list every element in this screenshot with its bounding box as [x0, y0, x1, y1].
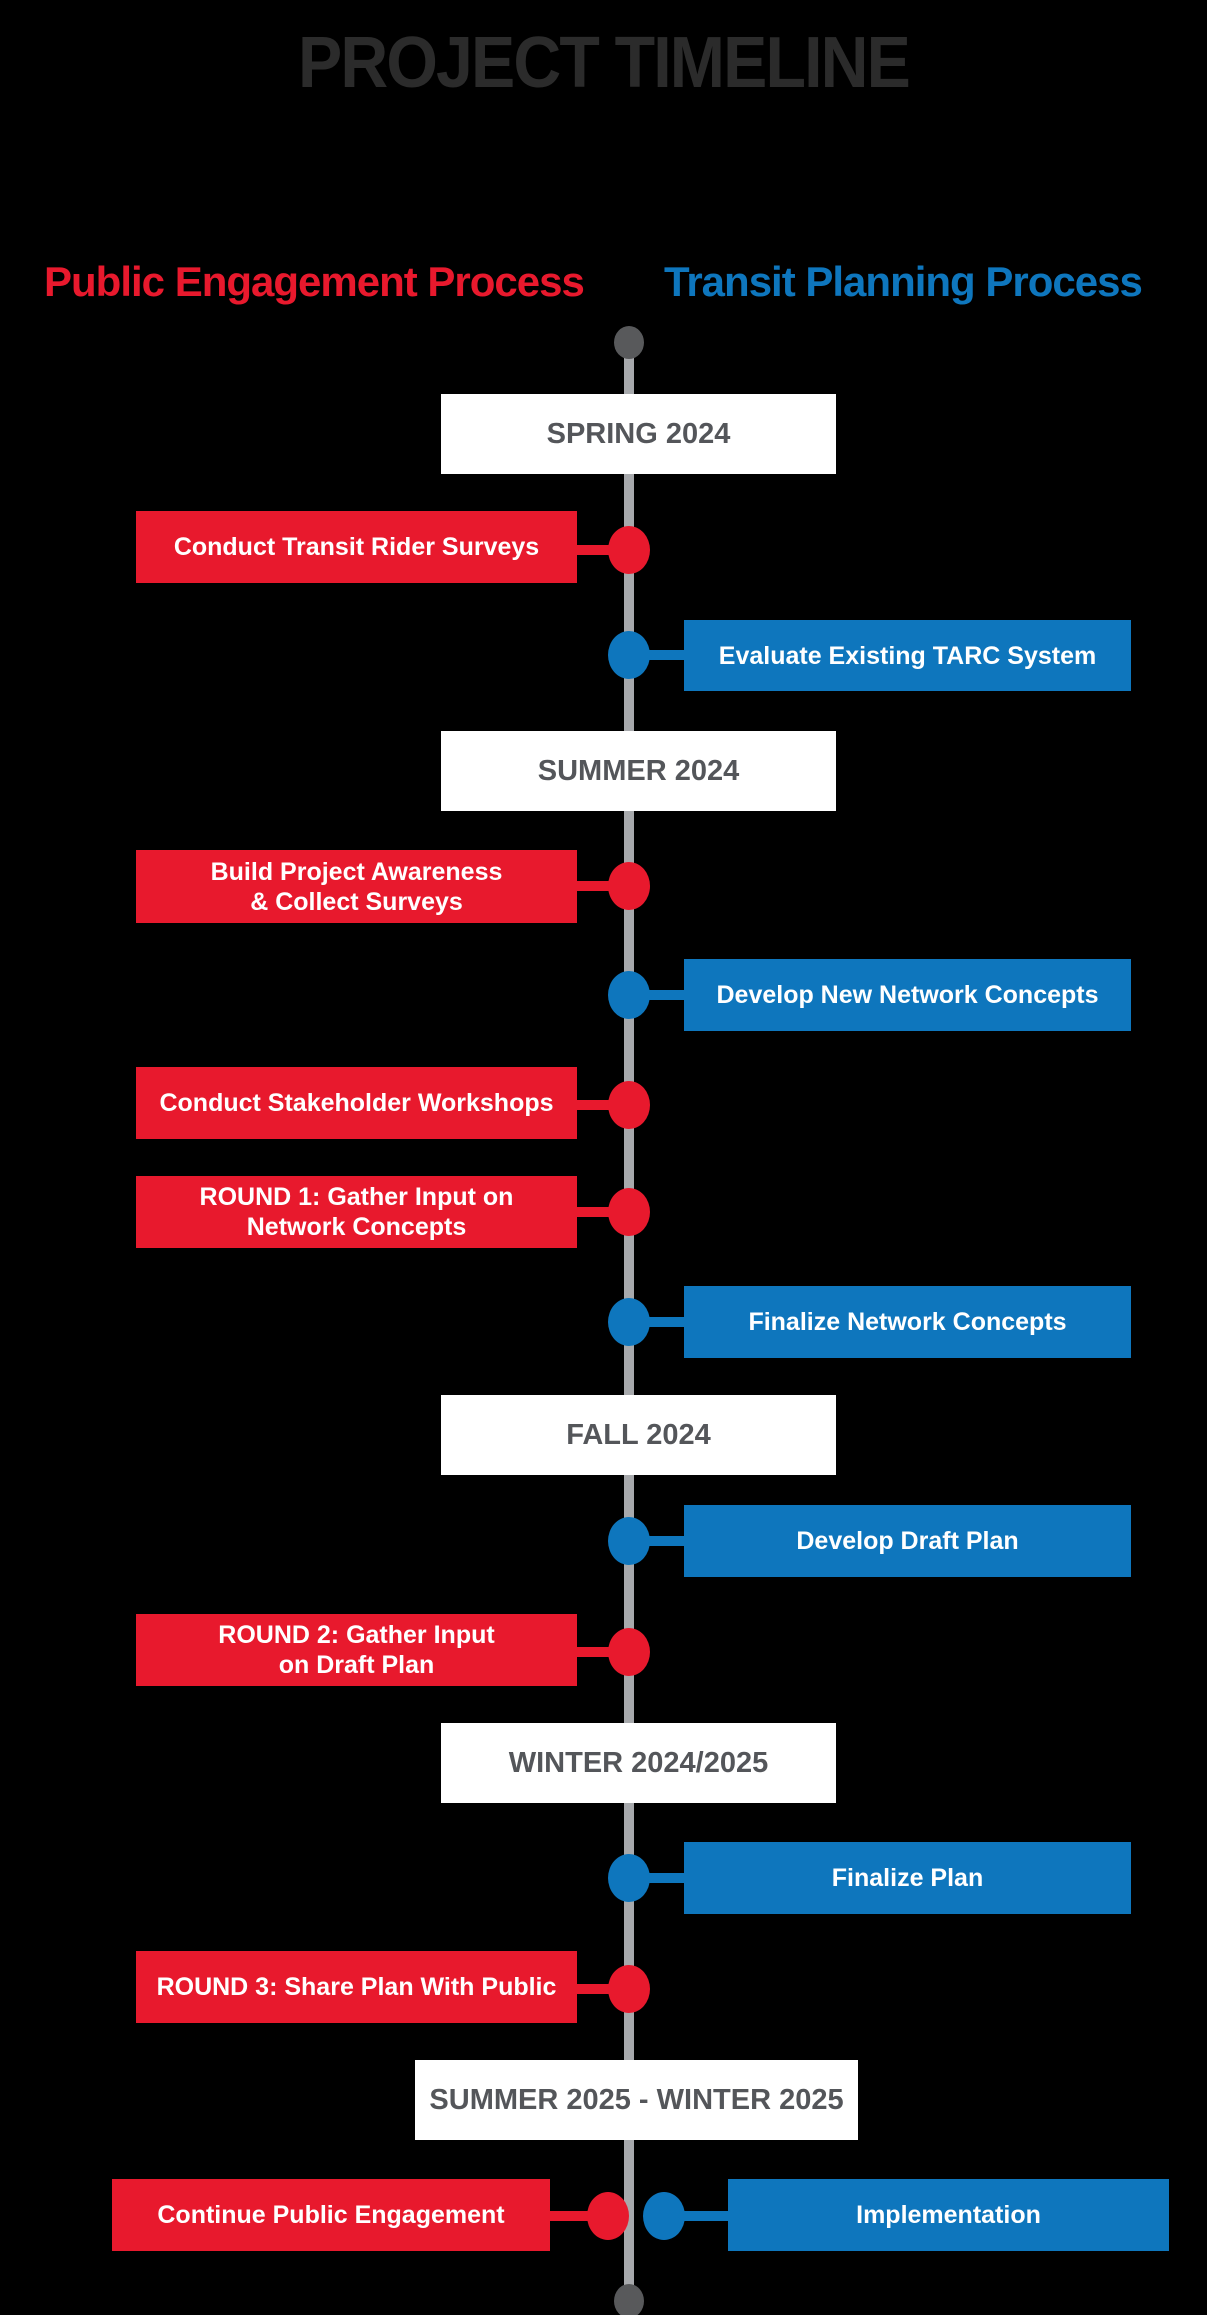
event-connector — [570, 545, 616, 555]
event-connector — [646, 650, 690, 660]
season-box-spring-2024: SPRING 2024 — [441, 394, 836, 474]
header-public-engagement-process: Public Engagement Process — [44, 258, 585, 305]
timeline-start-dot — [614, 326, 644, 359]
event-box-round-1-gather-input: ROUND 1: Gather Input on Network Concept… — [136, 1176, 577, 1248]
event-box-finalize-network-concepts: Finalize Network Concepts — [684, 1286, 1131, 1358]
event-connector — [570, 1647, 616, 1657]
timeline-dot-red — [608, 1188, 650, 1236]
event-box-continue-public-engagement: Continue Public Engagement — [112, 2179, 550, 2251]
timeline-dot-red — [608, 1965, 650, 2013]
timeline-dot-blue — [608, 631, 650, 679]
timeline-dot-blue — [608, 971, 650, 1019]
event-connector — [570, 881, 616, 891]
timeline-dot-red — [608, 1628, 650, 1676]
event-box-develop-draft-plan: Develop Draft Plan — [684, 1505, 1131, 1577]
event-box-conduct-stakeholder-workshops: Conduct Stakeholder Workshops — [136, 1067, 577, 1139]
page-title: PROJECT TIMELINE — [298, 23, 911, 103]
event-box-implementation: Implementation — [728, 2179, 1169, 2251]
event-box-conduct-transit-rider-surveys: Conduct Transit Rider Surveys — [136, 511, 577, 583]
timeline-dot-red — [608, 1081, 650, 1129]
event-connector — [545, 2211, 593, 2221]
season-box-summer-2024: SUMMER 2024 — [441, 731, 836, 811]
event-connector — [570, 1207, 616, 1217]
season-box-summer-2025-winter-2025: SUMMER 2025 - WINTER 2025 — [415, 2060, 858, 2140]
season-box-winter-2024-2025: WINTER 2024/2025 — [441, 1723, 836, 1803]
timeline-dot-red — [608, 862, 650, 910]
event-box-round-2-gather-input: ROUND 2: Gather Input on Draft Plan — [136, 1614, 577, 1686]
event-connector — [646, 1536, 690, 1546]
event-connector — [570, 1984, 616, 1994]
timeline-dot-red — [587, 2192, 629, 2240]
event-connector — [646, 990, 690, 1000]
timeline-dot-blue — [608, 1298, 650, 1346]
timeline-dot-blue — [608, 1517, 650, 1565]
event-box-build-project-awareness: Build Project Awareness & Collect Survey… — [136, 850, 577, 923]
event-connector — [646, 1873, 690, 1883]
event-connector — [646, 1317, 690, 1327]
season-box-fall-2024: FALL 2024 — [441, 1395, 836, 1475]
event-box-round-3-share-plan: ROUND 3: Share Plan With Public — [136, 1951, 577, 2023]
event-box-finalize-plan: Finalize Plan — [684, 1842, 1131, 1914]
timeline-dot-blue — [608, 1854, 650, 1902]
event-connector — [570, 1100, 616, 1110]
event-box-evaluate-existing-tarc-system: Evaluate Existing TARC System — [684, 620, 1131, 691]
header-transit-planning-process: Transit Planning Process — [664, 258, 1143, 305]
timeline-end-dot — [614, 2284, 644, 2315]
timeline-dot-red — [608, 526, 650, 574]
event-box-develop-new-network-concepts: Develop New Network Concepts — [684, 959, 1131, 1031]
event-connector — [678, 2211, 732, 2221]
timeline-dot-blue — [643, 2192, 685, 2240]
